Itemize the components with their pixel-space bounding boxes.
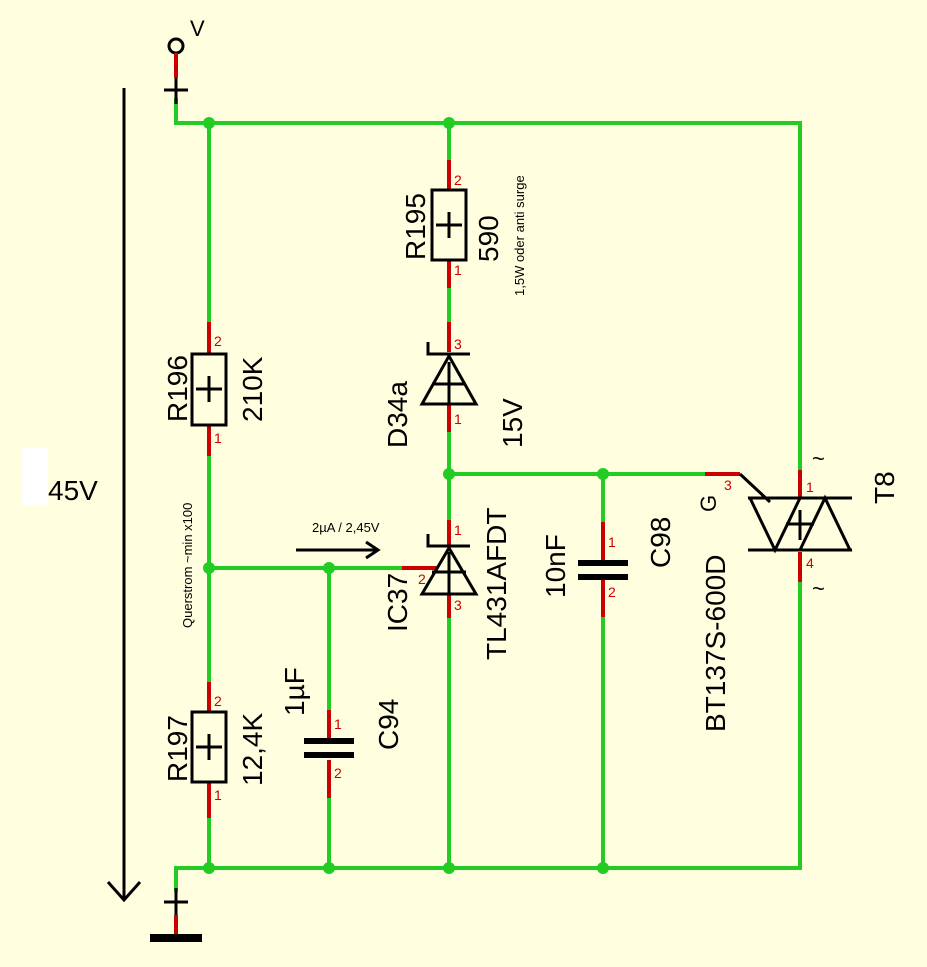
mt-bottom-label: ~ [812, 576, 825, 601]
junction-dot [443, 862, 455, 874]
d34a-value: 15V [497, 398, 528, 448]
t8-value: BT137S-600D [700, 555, 731, 732]
pin-number: 1 [454, 522, 462, 538]
ground-bar-icon [150, 934, 202, 942]
capacitor-plate-icon [578, 574, 628, 580]
triac-t8[interactable]: 1 4 3 ~ ~ G BT137S-600D T8 [696, 446, 900, 732]
pin-number: 2 [454, 172, 462, 188]
mt-top-label: ~ [812, 446, 825, 471]
capacitor-plate-icon [578, 560, 628, 566]
regulator-ic37[interactable]: 1 2 3 IC37 TL431AFDT [382, 508, 512, 661]
junction-dot [597, 862, 609, 874]
c94-ref: C94 [373, 699, 404, 750]
resistor-r197[interactable]: 2 1 R197 12,4K [162, 682, 268, 818]
junction-dot [443, 117, 455, 129]
pin-number: 2 [418, 571, 426, 587]
capacitor-c98[interactable]: 1 2 10nF C98 [540, 517, 676, 617]
junction-dot [323, 862, 335, 874]
ref-current-annotation: 2µA / 2,45V [296, 520, 381, 560]
pin-number: 2 [214, 333, 222, 349]
r197-value: 12,4K [237, 713, 268, 786]
arrow-down-icon [106, 881, 142, 903]
pin-number: 3 [454, 336, 462, 352]
r195-value: 590 [473, 215, 504, 262]
junctions [203, 117, 609, 874]
resistor-body-icon [190, 710, 228, 784]
pin-number: 2 [334, 765, 342, 781]
r195-ref: R195 [400, 193, 431, 260]
t8-gate-label: G [696, 495, 721, 512]
resistor-body-icon [430, 188, 468, 262]
resistor-body-icon [190, 352, 228, 427]
t8-ref: T8 [869, 471, 900, 504]
pin-number: 3 [454, 597, 462, 613]
supply-node-label: V [190, 16, 205, 41]
pin-number: 2 [608, 584, 616, 600]
ground-terminal [150, 888, 202, 942]
ic37-value: TL431AFDT [481, 508, 512, 661]
supply-terminal: V [164, 16, 205, 104]
pin-number: 1 [214, 787, 222, 803]
pin-number: 3 [724, 477, 732, 493]
shunt-cathode-icon [426, 534, 470, 548]
c98-value: 10nF [540, 534, 571, 598]
pin-number: 2 [214, 693, 222, 709]
zener-cathode-icon [426, 342, 470, 356]
resistor-r195[interactable]: 2 1 R195 590 1,5W oder anti surge [400, 160, 527, 324]
junction-dot [597, 468, 609, 480]
ref-point-note: 2µA / 2,45V [312, 520, 380, 535]
pin-number: 1 [454, 262, 462, 278]
junction-dot [323, 562, 335, 574]
junction-dot [443, 468, 455, 480]
pin-number: 4 [806, 555, 814, 571]
wires [174, 98, 802, 892]
r196-value: 210K [237, 356, 268, 422]
capacitor-plate-icon [304, 738, 354, 744]
c98-ref: C98 [645, 517, 676, 568]
pin-number: 1 [334, 716, 342, 732]
d34a-ref: D34a [382, 381, 413, 448]
r196-ref: R196 [162, 355, 193, 422]
pin-number: 1 [214, 430, 222, 446]
pin-number: 1 [454, 411, 462, 427]
junction-dot [203, 862, 215, 874]
junction-dot [203, 117, 215, 129]
terminal-circle-icon [167, 37, 185, 55]
cross-current-note: Querstrom ~min x100 [180, 503, 195, 628]
capacitor-c94[interactable]: 1 2 1µF C94 [279, 667, 404, 798]
junction-dot [203, 562, 215, 574]
c94-value: 1µF [279, 667, 310, 716]
pin-number: 1 [608, 534, 616, 550]
voltage-arrow: 45V [22, 88, 142, 903]
capacitor-plate-icon [304, 752, 354, 758]
r197-ref: R197 [162, 715, 193, 782]
resistor-r196[interactable]: 2 1 R196 210K [162, 322, 268, 456]
pin-number: 1 [806, 479, 814, 495]
zener-d34a[interactable]: 3 1 D34a 15V [382, 322, 528, 448]
r195-note: 1,5W oder anti surge [512, 175, 527, 296]
supply-voltage-label: 45V [48, 475, 98, 506]
ic37-ref: IC37 [382, 573, 413, 632]
